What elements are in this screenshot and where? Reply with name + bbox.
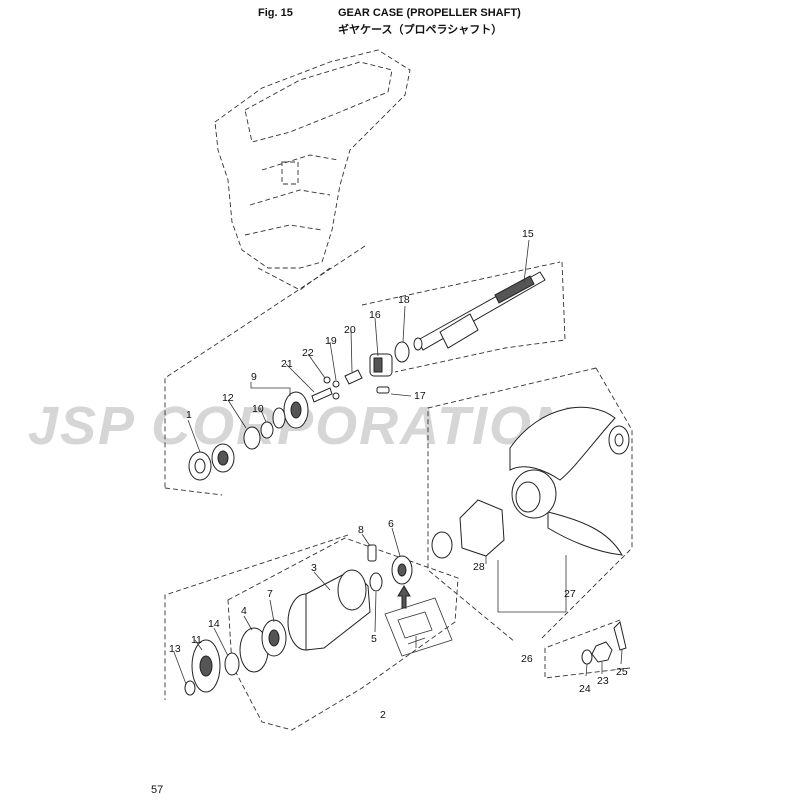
spring bbox=[344, 369, 363, 385]
callout-17: 17 bbox=[414, 390, 426, 402]
cross-pin bbox=[376, 386, 390, 394]
callout-labels: 1 2 3 4 5 6 7 8 9 10 11 12 13 14 15 16 1… bbox=[169, 228, 628, 721]
ball-extra bbox=[332, 392, 340, 400]
thrust-washer bbox=[431, 531, 453, 559]
shim-12 bbox=[243, 426, 261, 450]
rubber-bushing bbox=[459, 499, 505, 557]
spacer-inner bbox=[614, 433, 624, 447]
callout-28: 28 bbox=[473, 561, 485, 573]
forward-gear bbox=[272, 391, 309, 429]
dog-clutch bbox=[369, 353, 393, 377]
bracket-27 bbox=[497, 555, 567, 613]
callout-5: 5 bbox=[371, 633, 377, 645]
ball-bearing bbox=[261, 619, 287, 657]
callout-19: 19 bbox=[325, 335, 337, 347]
bearing-housing bbox=[287, 569, 371, 651]
callout-8: 8 bbox=[358, 524, 364, 536]
washer-24 bbox=[581, 649, 593, 665]
tool-detail-inset bbox=[384, 585, 453, 657]
figure-title-english: GEAR CASE (PROPELLER SHAFT) bbox=[338, 7, 521, 19]
figure-header: Fig. 15 GEAR CASE (PROPELLER SHAFT) ギヤケー… bbox=[0, 7, 800, 39]
leader-lines bbox=[173, 239, 623, 685]
callout-23: 23 bbox=[597, 675, 609, 687]
callout-18: 18 bbox=[398, 294, 410, 306]
cotter-pin bbox=[613, 621, 627, 651]
needle-bearing bbox=[260, 421, 274, 439]
assembly-guide-lines bbox=[164, 245, 633, 731]
ball-22 bbox=[323, 376, 331, 384]
callout-20: 20 bbox=[344, 324, 356, 336]
callout-3: 3 bbox=[311, 562, 317, 574]
figure-number: Fig. 15 bbox=[258, 7, 293, 19]
callout-16: 16 bbox=[369, 309, 381, 321]
callout-24: 24 bbox=[579, 683, 591, 695]
callout-6: 6 bbox=[388, 518, 394, 530]
callout-22: 22 bbox=[302, 347, 314, 359]
callout-21: 21 bbox=[281, 358, 293, 370]
callout-10: 10 bbox=[252, 403, 264, 415]
gear-case-housing bbox=[214, 49, 411, 291]
ball-19 bbox=[332, 380, 340, 388]
propeller-shaft bbox=[413, 271, 546, 351]
callout-12: 12 bbox=[222, 392, 234, 404]
thrust-ring bbox=[394, 341, 410, 363]
callout-7: 7 bbox=[267, 588, 273, 600]
callout-11: 11 bbox=[191, 634, 202, 646]
oil-seal-inner bbox=[397, 563, 407, 577]
tapered-bearing bbox=[188, 443, 235, 481]
shift-plunger bbox=[311, 387, 333, 403]
reverse-gear bbox=[191, 639, 221, 693]
callout-13: 13 bbox=[169, 643, 181, 655]
washer-13 bbox=[184, 680, 196, 696]
bolt bbox=[367, 544, 377, 562]
propeller bbox=[509, 406, 623, 556]
page-number: 57 bbox=[151, 784, 164, 796]
propeller-nut bbox=[591, 641, 613, 663]
callout-1: 1 bbox=[186, 409, 192, 421]
callout-15: 15 bbox=[522, 228, 534, 240]
callout-27: 27 bbox=[564, 588, 576, 600]
callout-2: 2 bbox=[380, 709, 386, 721]
shim-14 bbox=[224, 652, 240, 676]
figure-title-japanese: ギヤケース（プロペラシャフト） bbox=[338, 24, 503, 36]
callout-26: 26 bbox=[521, 653, 533, 665]
needle-bearing-5 bbox=[369, 572, 383, 592]
callout-9: 9 bbox=[251, 371, 257, 383]
callout-25: 25 bbox=[616, 666, 628, 678]
callout-14: 14 bbox=[208, 618, 220, 630]
callout-4: 4 bbox=[241, 605, 247, 617]
